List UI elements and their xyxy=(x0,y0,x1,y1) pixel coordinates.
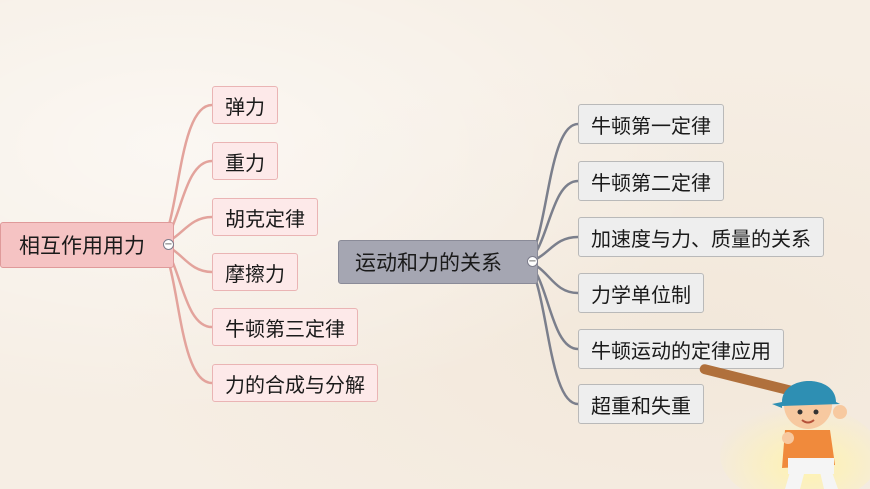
left-root-node[interactable]: 相互作用用力 xyxy=(0,222,174,268)
center-collapse-icon[interactable]: − xyxy=(527,255,538,267)
left-root-label: 相互作用用力 xyxy=(19,234,145,258)
left-leaf-gravity[interactable]: 重力 xyxy=(212,142,278,180)
center-root-node[interactable]: 运动和力的关系 xyxy=(338,240,538,284)
left-leaf-force-composition[interactable]: 力的合成与分解 xyxy=(212,364,378,402)
center-root-label: 运动和力的关系 xyxy=(355,251,502,275)
left-leaf-friction[interactable]: 摩擦力 xyxy=(212,253,298,291)
right-leaf-newton-law-application[interactable]: 牛顿运动的定律应用 xyxy=(578,329,784,369)
left-collapse-icon[interactable]: − xyxy=(163,238,174,250)
left-leaf-newton-third-law[interactable]: 牛顿第三定律 xyxy=(212,308,358,346)
right-leaf-newton-second-law[interactable]: 牛顿第二定律 xyxy=(578,161,724,201)
right-leaf-unit-system[interactable]: 力学单位制 xyxy=(578,273,704,313)
right-leaf-overweight-weightlessness[interactable]: 超重和失重 xyxy=(578,384,704,424)
right-leaf-newton-first-law[interactable]: 牛顿第一定律 xyxy=(578,104,724,144)
baseball-player-illustration xyxy=(699,364,870,489)
right-leaf-acceleration-force-mass[interactable]: 加速度与力、质量的关系 xyxy=(578,217,824,257)
left-leaf-elastic-force[interactable]: 弹力 xyxy=(212,86,278,124)
left-leaf-hookes-law[interactable]: 胡克定律 xyxy=(212,198,318,236)
